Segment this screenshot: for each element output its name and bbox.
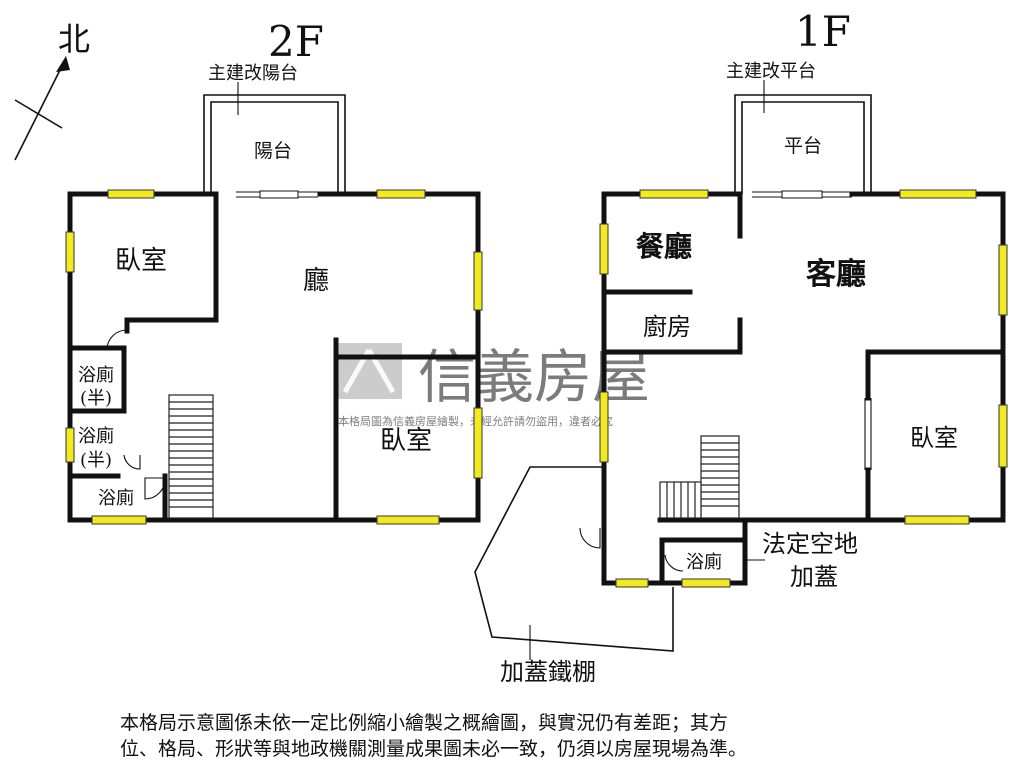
room-kitchen-label: 廚房 (643, 313, 691, 341)
note-vacant-addition: 加蓋 (790, 563, 838, 591)
room-bath-half-b-sub: (半) (80, 450, 112, 471)
watermark-logo-icon (336, 343, 402, 399)
room-balcony-label: 陽台 (254, 140, 292, 162)
room-bath-half-b-label: 浴廁 (78, 425, 114, 447)
balcony-note: 主建改陽台 (208, 63, 298, 84)
room-platform-label: 平台 (784, 135, 822, 157)
stairs-2f (168, 394, 214, 519)
sliding-door-1f (752, 190, 852, 199)
room-bath-half-a-label: 浴廁 (78, 364, 114, 386)
room-hall-label: 廳 (303, 266, 329, 296)
room-bedroom-a-label: 臥室 (115, 246, 167, 276)
iron-shed (474, 466, 674, 652)
floor-2f-title: 2F (268, 17, 324, 66)
walls-2f (67, 191, 481, 523)
platform-note: 主建改平台 (726, 61, 816, 82)
door-swings-2f (106, 329, 166, 500)
room-living-label: 客廳 (806, 257, 866, 292)
platform (734, 94, 872, 194)
room-bath-label-1f: 浴廁 (686, 551, 722, 573)
room-bedroom-b-label: 臥室 (380, 426, 432, 456)
room-dining-label: 餐廳 (636, 230, 692, 263)
north-arrow-icon (14, 56, 70, 161)
disclaimer-line-2: 位、格局、形狀等與地政機關測量成果圖未必一致，仍須以房屋現場為準。 (120, 738, 748, 760)
room-bedroom-label: 臥室 (910, 424, 958, 452)
sliding-door (236, 190, 318, 199)
door-swings-1f (579, 527, 684, 572)
windows-1f (599, 189, 1008, 588)
disclaimer: 本格局示意圖係未依一定比例縮小繪製之概繪圖，與實況仍有差距；其方 位、格局、形狀… (120, 710, 920, 762)
floor-1f: 1F 主建改平台 平台 (474, 7, 1008, 686)
disclaimer-line-1: 本格局示意圖係未依一定比例縮小繪製之概繪圖，與實況仍有差距；其方 (120, 712, 729, 734)
room-bath-label: 浴廁 (98, 487, 134, 509)
watermark: 信義房屋 本格局圖為信義房屋繪製，未經允許請勿盜用，違者必究 (336, 343, 650, 428)
balcony (203, 94, 346, 194)
note-vacant-land: 法定空地 (762, 530, 858, 558)
note-iron-shed: 加蓋鐵棚 (500, 658, 596, 686)
stairs-1f (659, 435, 740, 519)
floor-1f-title: 1F (795, 7, 851, 56)
bedroom-sliding-door (864, 398, 872, 470)
room-bath-half-a-sub: (半) (80, 388, 112, 409)
compass-label: 北 (58, 20, 90, 58)
floor-2f: 2F 主建改陽台 陽台 (65, 17, 483, 525)
windows-2f (65, 189, 483, 525)
